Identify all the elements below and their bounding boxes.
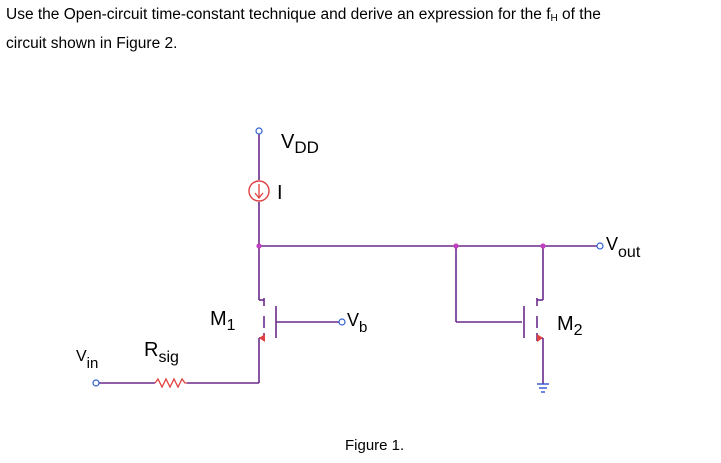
label-rsig: Rsig — [144, 339, 179, 366]
current-source-symbol — [248, 180, 270, 202]
label-vout: Vout — [606, 234, 641, 261]
resistor-zigzag — [154, 377, 187, 389]
question-line-2: circuit shown in Figure 2. — [6, 35, 178, 52]
label-vb: Vb — [347, 310, 367, 336]
label-current: I — [277, 182, 283, 204]
figure-caption: Figure 1. — [345, 437, 405, 454]
terminals — [92, 127, 604, 387]
ground-icon — [537, 383, 549, 393]
transistor-m1-symbol — [263, 298, 277, 341]
terminal-vin — [92, 379, 100, 387]
m1-source-arrow — [259, 334, 265, 342]
label-vdd: VDD — [281, 131, 319, 157]
question-text: Use the Open-circuit time-constant techn… — [6, 2, 718, 56]
f-h-subscript: H — [550, 13, 558, 24]
node-m2-drain — [540, 243, 546, 249]
transistor-m2-symbol — [523, 298, 538, 341]
label-m2: M2 — [557, 313, 583, 339]
question-line-1-end: of the — [557, 6, 601, 23]
terminal-vdd — [255, 127, 263, 135]
down-arrow-icon — [254, 192, 264, 200]
terminal-vb — [338, 318, 346, 326]
junction-nodes — [256, 243, 546, 249]
question-line-1-text: Use the Open-circuit time-constant techn… — [6, 6, 551, 23]
label-vin: Vin — [76, 348, 98, 372]
node-feedback — [453, 243, 459, 249]
node-output-left — [256, 243, 262, 249]
m2-source-arrow — [537, 334, 543, 342]
terminal-vout — [596, 242, 604, 250]
question-line-1: Use the Open-circuit time-constant techn… — [6, 2, 718, 31]
wires — [99, 134, 597, 384]
label-m1: M1 — [210, 308, 236, 334]
